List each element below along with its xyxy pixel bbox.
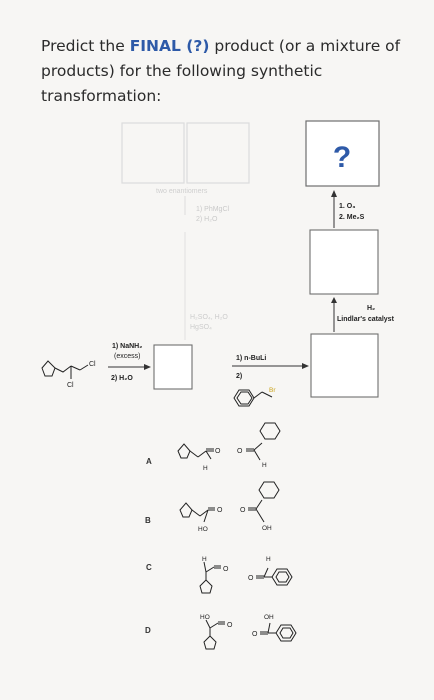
option-c-structure[interactable] xyxy=(199,561,293,594)
nanh2-step-1: 1) NaNH₂ xyxy=(112,343,142,350)
option-c-right-group: H xyxy=(266,556,271,563)
option-c-left-group: H xyxy=(202,556,207,563)
question-text-start: Predict the xyxy=(41,37,130,55)
option-a-letter[interactable]: A xyxy=(146,457,152,466)
question-text-end: product (or a mixture of products) for t… xyxy=(41,37,401,105)
faded-intermediate-boxes xyxy=(121,122,250,184)
option-d-letter[interactable]: D xyxy=(145,626,151,635)
hydration-step-2: HgSO₄ xyxy=(190,324,212,331)
question-emphasis: FINAL (?) xyxy=(129,37,210,55)
bromide-atom: Br xyxy=(269,387,276,394)
option-a-o2: O xyxy=(237,448,243,455)
bromide-reagent xyxy=(233,389,273,407)
ozonolysis-step-2: 2. Me₂S xyxy=(339,214,365,221)
option-b-o2: O xyxy=(240,507,246,514)
grignard-step-2: 2) H₂O xyxy=(196,216,218,223)
option-b-structure[interactable] xyxy=(179,481,280,523)
hydration-step-1: H₂SO₄, H₂O xyxy=(190,314,228,321)
faded-note: two enantiomers xyxy=(156,188,208,195)
nanh2-step-3: 2) H₂O xyxy=(111,375,133,382)
option-d-o2: O xyxy=(252,631,258,638)
option-b-o1: O xyxy=(217,507,223,514)
option-b-letter[interactable]: B xyxy=(145,516,151,525)
option-a-right-group: H xyxy=(262,462,267,469)
question-text: Predict the FINAL (?) product (or a mixt… xyxy=(41,34,401,109)
option-b-right-group: OH xyxy=(262,525,272,532)
intermediate-box-1 xyxy=(153,344,193,390)
option-b-left-group: HO xyxy=(198,526,208,533)
option-d-right-group: OH xyxy=(264,614,274,621)
unknown-mark: ? xyxy=(333,141,351,174)
lindlar-step-1: H₂ xyxy=(367,305,375,312)
lindlar-step-2: Lindlar's catalyst xyxy=(337,316,395,323)
option-c-o1: O xyxy=(223,566,229,573)
option-d-structure[interactable] xyxy=(203,619,297,650)
buli-arrowhead xyxy=(302,363,309,369)
lindlar-arrowhead xyxy=(331,297,337,303)
option-d-left-group: HO xyxy=(200,614,210,621)
option-a-left-group: H xyxy=(203,465,208,472)
option-c-letter[interactable]: C xyxy=(146,563,152,572)
grignard-step-1: 1) PhMgCl xyxy=(196,206,230,213)
ozonolysis-step-1: 1. O₃ xyxy=(339,203,355,210)
nanh2-step-2: (excess) xyxy=(114,353,140,360)
buli-step-2: 2) xyxy=(236,373,242,380)
intermediate-box-2 xyxy=(309,229,379,295)
buli-step-1: 1) n-BuLi xyxy=(236,355,266,362)
option-a-o1: O xyxy=(215,448,221,455)
option-a-structure[interactable] xyxy=(177,422,281,461)
final-product-box xyxy=(305,120,380,187)
starting-material xyxy=(41,360,89,379)
option-c-o2: O xyxy=(248,575,254,582)
option-d-o1: O xyxy=(227,622,233,629)
intermediate-box-3 xyxy=(310,333,379,398)
start-chlorine-2: Cl xyxy=(67,382,74,389)
nanh2-arrowhead xyxy=(144,364,151,370)
ozonolysis-arrowhead xyxy=(331,190,337,197)
start-chlorine-1: Cl xyxy=(89,361,96,368)
